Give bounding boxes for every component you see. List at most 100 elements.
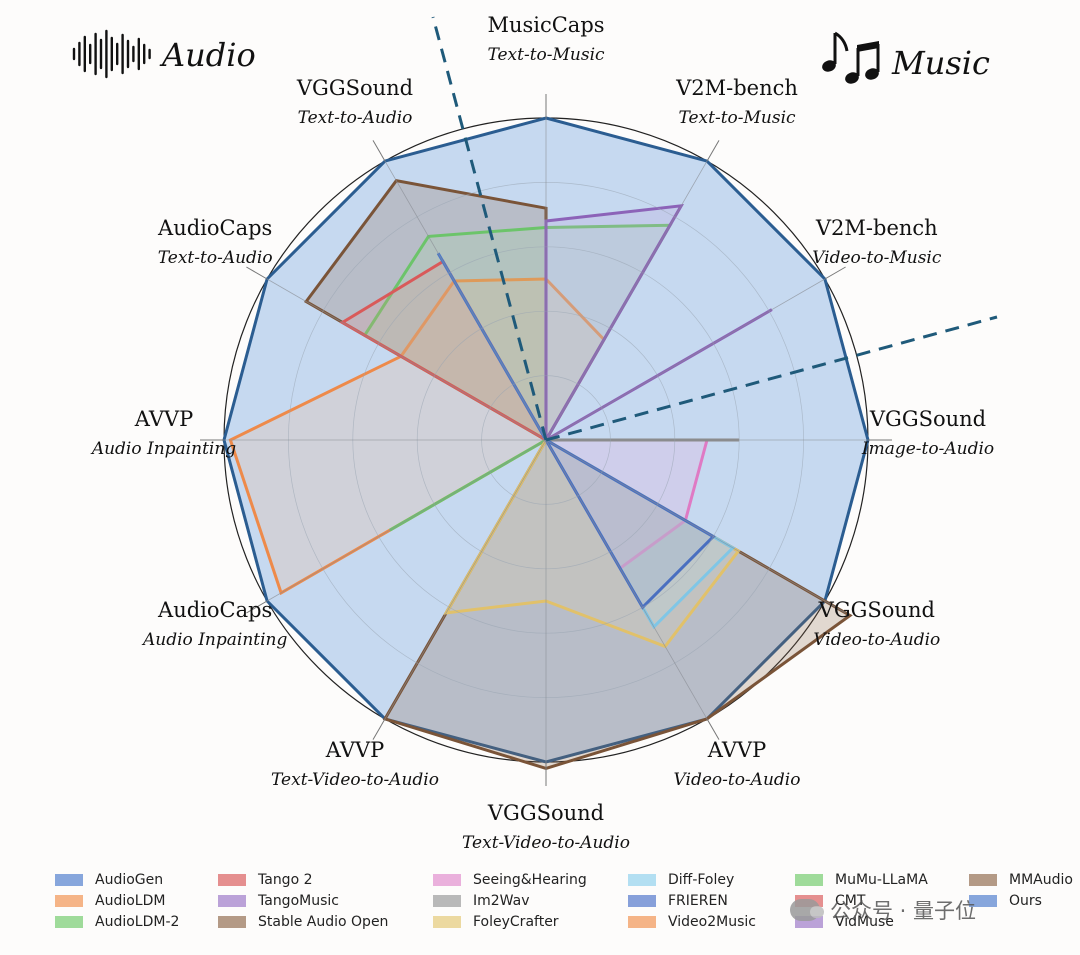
axis-labels: MusicCapsText-to-MusicV2M-benchText-to-M… bbox=[90, 13, 994, 853]
music-domain-label: Music bbox=[891, 44, 990, 82]
axis-spoke bbox=[384, 160, 547, 441]
axis-label-task: Text-to-Music bbox=[678, 108, 796, 128]
audio-header: Audio bbox=[72, 29, 256, 79]
legend-swatch bbox=[218, 916, 246, 928]
legend-item: FoleyCrafter bbox=[433, 912, 559, 932]
legend-item: Im2Wav bbox=[433, 891, 530, 911]
legend-label: AudioLDM-2 bbox=[95, 914, 180, 930]
legend-swatch bbox=[969, 874, 997, 886]
grid-layer bbox=[224, 118, 868, 762]
axis-label-title: AVVP bbox=[325, 738, 385, 762]
legend-label: FRIEREN bbox=[668, 893, 728, 909]
axis-leader-line bbox=[372, 140, 386, 162]
series-layer bbox=[222, 116, 870, 770]
legend-label: AudioLDM bbox=[95, 893, 166, 909]
legend-item: AudioGen bbox=[55, 870, 163, 890]
legend-item: FRIEREN bbox=[628, 891, 728, 911]
waveform-icon bbox=[72, 29, 151, 79]
axis-label-task: Audio Inpainting bbox=[141, 630, 287, 650]
legend-swatch bbox=[55, 916, 83, 928]
legend-label: Video2Music bbox=[668, 914, 756, 930]
axis-label-title: AVVP bbox=[134, 407, 194, 431]
legend-item: MMAudio bbox=[969, 870, 1073, 890]
axis-spoke bbox=[266, 439, 547, 602]
legend-swatch bbox=[433, 916, 461, 928]
axis-label-task: Video-to-Audio bbox=[813, 630, 940, 650]
axis-leader-line bbox=[372, 718, 386, 740]
legend-swatch bbox=[628, 874, 656, 886]
legend-label: Stable Audio Open bbox=[258, 914, 389, 930]
legend-swatch bbox=[433, 895, 461, 907]
axis-leader-line bbox=[824, 266, 846, 280]
legend-label: Im2Wav bbox=[473, 893, 530, 909]
axis-label-task: Text-to-Audio bbox=[158, 248, 273, 268]
legend-label: TangoMusic bbox=[258, 893, 339, 909]
axis-label-task: Text-Video-to-Audio bbox=[271, 770, 439, 790]
legend-swatch bbox=[628, 895, 656, 907]
axis-leader-line bbox=[246, 266, 268, 280]
legend-label: CMT bbox=[835, 893, 866, 909]
legend-swatch bbox=[218, 895, 246, 907]
legend-item: TangoMusic bbox=[218, 891, 339, 911]
axis-label-task: Text-to-Music bbox=[487, 45, 605, 65]
axis-label-title: VGGSound bbox=[296, 76, 413, 100]
legend-swatch bbox=[433, 874, 461, 886]
axis-label-task: Video-to-Music bbox=[812, 248, 942, 268]
axis-label-task: Text-to-Audio bbox=[298, 108, 413, 128]
axis-leader-line bbox=[824, 600, 846, 614]
axis-label-title: VGGSound bbox=[818, 598, 935, 622]
watermark: 公众号 · 量子位 bbox=[790, 895, 976, 925]
axis-label-task: Audio Inpainting bbox=[90, 439, 236, 459]
legend-item: AudioLDM bbox=[55, 891, 165, 911]
axis-label-title: V2M-bench bbox=[675, 76, 798, 100]
axis-leader-line bbox=[246, 600, 268, 614]
axis-label-title: AudioCaps bbox=[157, 598, 272, 622]
axis-spoke bbox=[545, 439, 708, 720]
legend-label: MMAudio bbox=[1009, 872, 1073, 888]
axis-label-title: AudioCaps bbox=[157, 216, 272, 240]
legend-swatch bbox=[55, 895, 83, 907]
legend-label: Seeing&Hearing bbox=[473, 872, 587, 888]
axis-leader-line bbox=[706, 718, 720, 740]
axis-spoke bbox=[384, 439, 547, 720]
legend-swatch bbox=[969, 895, 997, 907]
legend-item: Video2Music bbox=[628, 912, 756, 932]
music-header: Music bbox=[822, 31, 990, 84]
axis-spoke bbox=[545, 160, 708, 441]
legend-label: AudioGen bbox=[95, 872, 164, 888]
legend-item: Tango 2 bbox=[218, 870, 313, 890]
axis-label-title: VGGSound bbox=[869, 407, 986, 431]
legend-label: VidMuse bbox=[835, 914, 894, 930]
legend-item: Seeing&Hearing bbox=[433, 870, 587, 890]
legend-swatch bbox=[55, 874, 83, 886]
separator-dashed-line bbox=[545, 315, 998, 442]
legend-swatch bbox=[218, 874, 246, 886]
legend-swatch bbox=[795, 874, 823, 886]
legend-item: AudioLDM-2 bbox=[55, 912, 179, 932]
legend-label: Diff-Foley bbox=[668, 872, 735, 888]
axis-label-title: VGGSound bbox=[487, 801, 604, 825]
legend-label: Tango 2 bbox=[258, 872, 313, 888]
audio-domain-label: Audio bbox=[159, 36, 256, 74]
axis-label-task: Text-Video-to-Audio bbox=[462, 833, 630, 853]
axis-spoke bbox=[545, 278, 826, 441]
axis-label-task: Video-to-Audio bbox=[674, 770, 801, 790]
axis-label-task: Image-to-Audio bbox=[861, 439, 994, 459]
legend-label: FoleyCrafter bbox=[473, 914, 559, 930]
axis-spoke bbox=[266, 278, 547, 441]
legend-item: Diff-Foley bbox=[628, 870, 734, 890]
legend-item: Stable Audio Open bbox=[218, 912, 388, 932]
axis-spoke bbox=[545, 439, 826, 602]
axis-leader-line bbox=[706, 140, 720, 162]
axis-label-title: MusicCaps bbox=[487, 13, 604, 37]
legend-label: Ours bbox=[1009, 893, 1042, 909]
axis-label-title: V2M-bench bbox=[815, 216, 938, 240]
wechat-icon bbox=[790, 899, 824, 921]
legend-item: MuMu-LLaMA bbox=[795, 870, 928, 890]
legend-swatch bbox=[628, 916, 656, 928]
watermark-text: 公众号 · 量子位 bbox=[830, 899, 977, 923]
axis-label-title: AVVP bbox=[707, 738, 767, 762]
